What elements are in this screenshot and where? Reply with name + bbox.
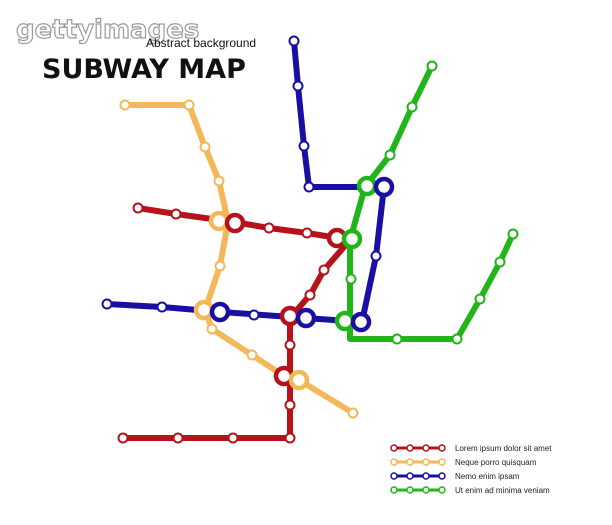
station (227, 432, 239, 444)
station (263, 222, 275, 234)
station (507, 228, 519, 240)
red-line (120, 205, 353, 441)
station (156, 301, 168, 313)
station (292, 80, 304, 92)
yellow-line (122, 102, 356, 416)
station (298, 140, 310, 152)
station (170, 208, 182, 220)
interchange-station (350, 311, 372, 333)
interchange-station (279, 305, 301, 327)
station (384, 149, 396, 161)
station (345, 273, 357, 285)
station (172, 432, 184, 444)
green-line (347, 63, 516, 342)
station (248, 309, 260, 321)
station (284, 432, 296, 444)
station (213, 175, 225, 187)
station (347, 407, 359, 419)
station (284, 339, 296, 351)
station (318, 264, 330, 276)
interchange-station (224, 212, 246, 234)
station (426, 60, 438, 72)
station (406, 101, 418, 113)
interchange-stations (193, 175, 395, 391)
station (132, 202, 144, 214)
station (303, 181, 315, 193)
legend-item-red: Lorem ipsum dolor sit amet (390, 444, 552, 453)
station (117, 432, 129, 444)
station (288, 35, 300, 47)
legend-label: Lorem ipsum dolor sit amet (455, 444, 552, 453)
interchange-station (356, 175, 378, 197)
interchange-station (341, 228, 363, 250)
interchange-station (193, 299, 215, 321)
legend-item-green: Ut enim ad minima veniam (390, 486, 550, 495)
station (246, 349, 258, 361)
station (214, 260, 226, 272)
station (101, 298, 113, 310)
page-title: SUBWAY MAP (42, 54, 246, 85)
station (304, 289, 316, 301)
station (370, 250, 382, 262)
legend-item-blue: Nemo enim ipsam (390, 472, 520, 481)
subway-lines (104, 38, 516, 441)
interchange-station (334, 310, 356, 332)
legend-item-yellow: Neque porro quisquam (390, 458, 537, 467)
legend-label: Nemo enim ipsam (455, 472, 520, 481)
subtitle: Abstract background (146, 36, 256, 50)
legend: Lorem ipsum dolor sit amet Neque porro q… (390, 444, 552, 495)
station (474, 293, 486, 305)
interchange-station (295, 307, 317, 329)
station (494, 256, 506, 268)
station (391, 333, 403, 345)
legend-label: Neque porro quisquam (455, 458, 537, 467)
station (119, 99, 131, 111)
interchange-station (208, 210, 230, 232)
station (183, 99, 195, 111)
legend-label: Ut enim ad minima veniam (455, 486, 550, 495)
station (284, 399, 296, 411)
interchange-station (288, 369, 310, 391)
watermark: gettyimages (16, 15, 199, 45)
interchange-station (373, 176, 395, 198)
station (451, 333, 463, 345)
regular-stations (101, 35, 519, 444)
station (301, 227, 313, 239)
station (206, 323, 218, 335)
station (199, 141, 211, 153)
interchange-station (209, 301, 231, 323)
